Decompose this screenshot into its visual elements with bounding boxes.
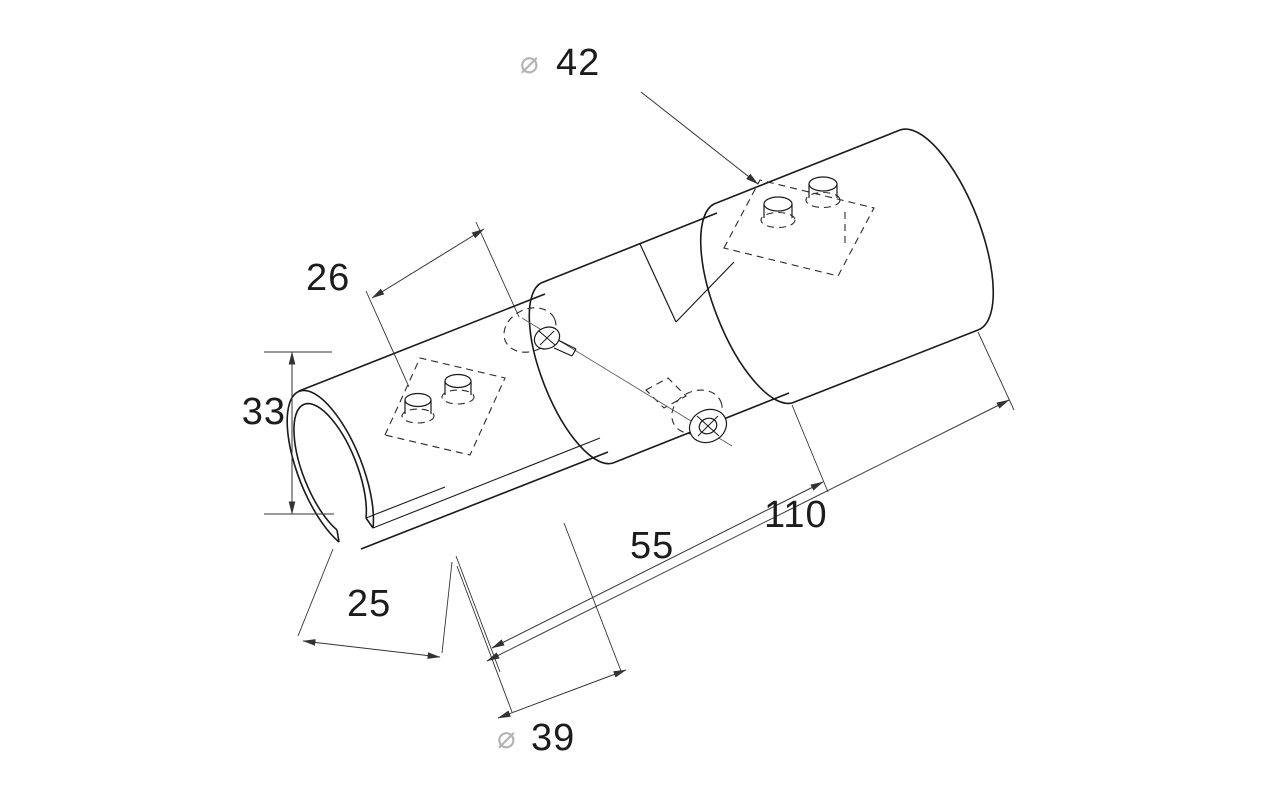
right-pin-2 [808,176,838,198]
right-pin-hole-2 [805,191,841,209]
lower-screw-pocket [645,377,687,409]
dimension-33 [264,351,334,515]
left-pin-1 [404,392,432,414]
dim55-value: 55 [630,525,674,567]
dim26-value: 26 [306,257,350,299]
dimension-dia42 [640,91,759,185]
dimension-labels: ⌀ 42 26 33 25 ⌀ 39 55 110 [242,42,828,759]
dim33-value: 33 [242,391,286,433]
right-cylinder [699,128,995,405]
dia42-symbol: ⌀ [520,45,540,80]
dim25-value: 25 [347,583,391,625]
left-pin-hole-1 [401,408,435,424]
upper-screw-hole [503,307,557,353]
dimension-dia39 [456,522,627,719]
left-pin-pocket [384,357,506,456]
left-tube-end-face [286,389,375,543]
hidden-details [384,179,875,456]
part-outline [286,128,995,550]
middle-collar [528,212,790,465]
dia39-symbol: ⌀ [497,720,517,755]
dimension-25 [297,548,453,659]
dim110-value: 110 [764,494,828,536]
dia39-value: 39 [531,717,575,759]
left-pin-2 [444,373,472,395]
right-pin-pocket [723,179,875,277]
dia42-value: 42 [556,42,600,84]
screws [521,317,733,447]
dimension-lines [264,91,1015,719]
left-pin-hole-2 [441,389,475,405]
dowel-pins [404,176,838,414]
upper-screw [533,326,577,357]
dimension-26 [365,221,520,388]
right-pin-hole-1 [760,211,796,229]
right-pin-1 [763,196,793,218]
dimension-110 [486,331,1015,662]
